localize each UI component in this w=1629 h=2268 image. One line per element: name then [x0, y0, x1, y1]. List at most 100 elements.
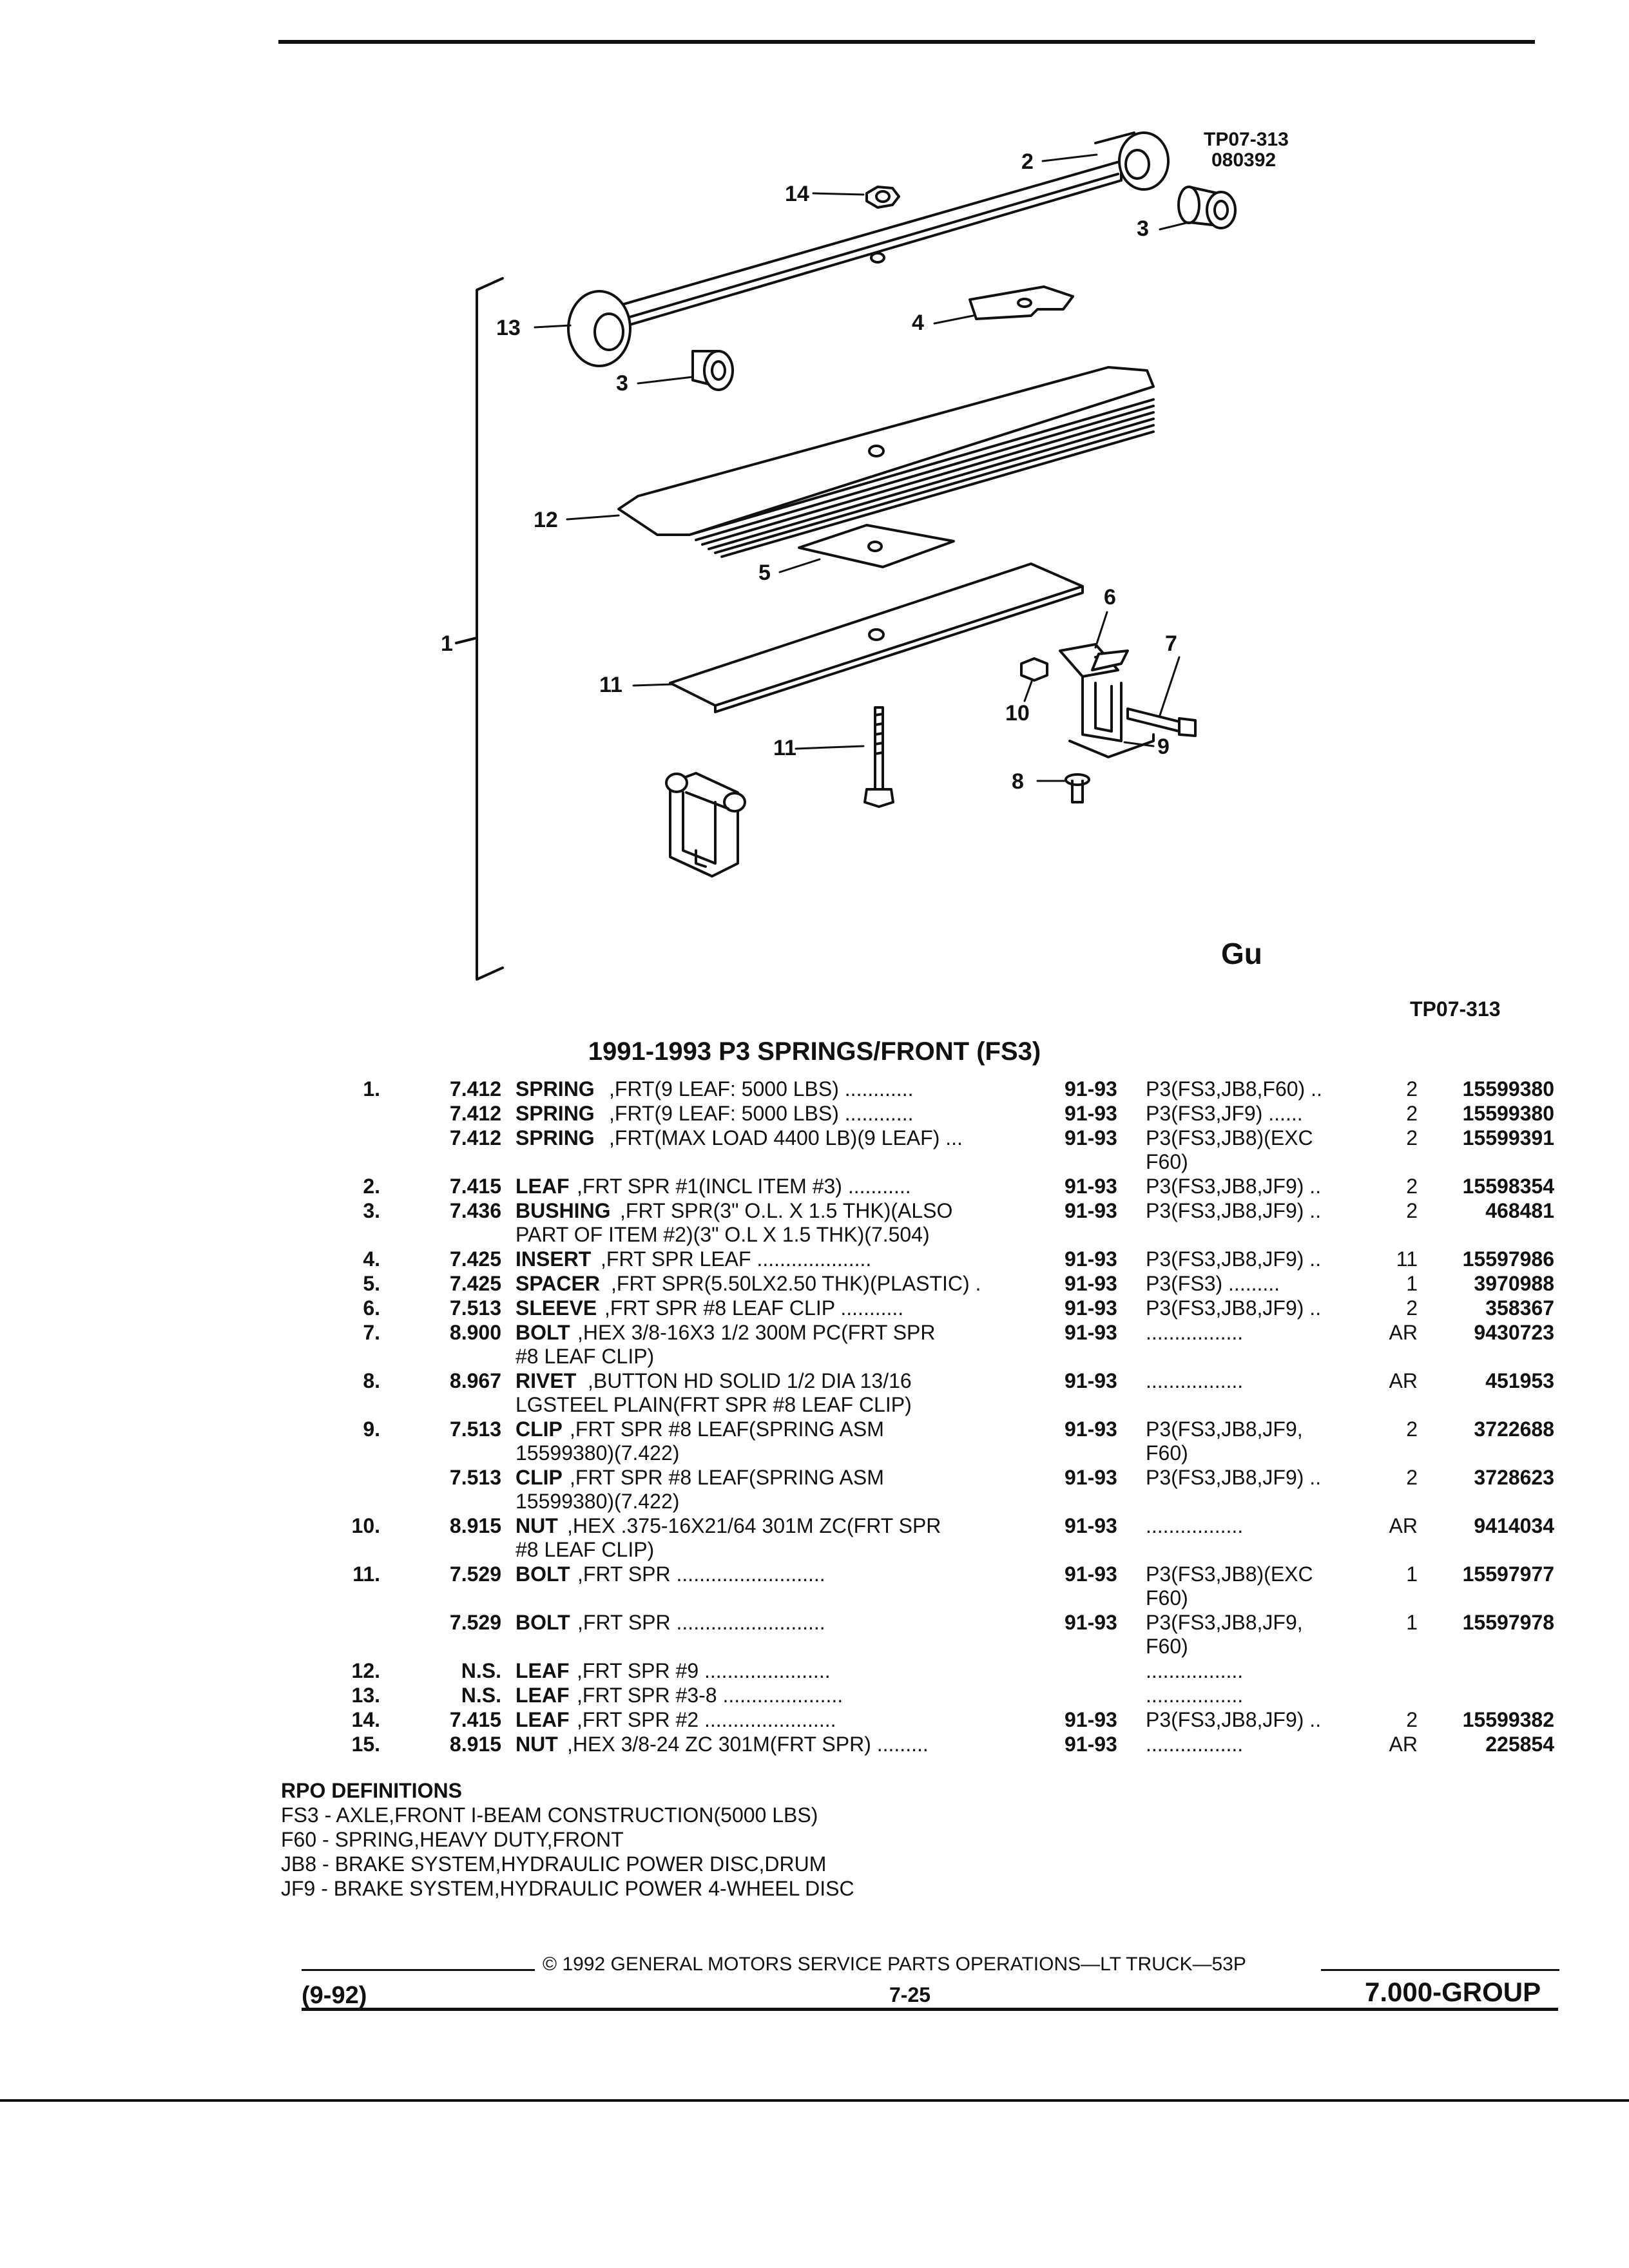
quantity: 2 [1406, 1296, 1418, 1320]
callout-4: 4 [912, 311, 924, 335]
spring-hanger-part [665, 772, 746, 878]
years: 91-93 [1065, 1611, 1117, 1634]
callout-3-upper: 3 [1137, 216, 1149, 241]
part-number: 15597978 [1462, 1611, 1554, 1634]
part-name: SLEEVE [516, 1296, 597, 1320]
years: 91-93 [1065, 1199, 1117, 1222]
part-number: 9430723 [1474, 1321, 1554, 1344]
footer-rule-left [302, 1969, 535, 1971]
item-number: 9. [363, 1418, 380, 1441]
part-name: SPRING [516, 1077, 595, 1100]
application: ................. [1146, 1321, 1244, 1344]
bushing-part-lower [691, 350, 734, 391]
years: 91-93 [1065, 1466, 1117, 1489]
years: 91-93 [1065, 1562, 1117, 1586]
application: ................. [1146, 1659, 1244, 1682]
application: P3(FS3,JB8,JF9) .. [1146, 1247, 1322, 1271]
quantity: 2 [1406, 1077, 1418, 1100]
callout-10: 10 [1005, 701, 1030, 726]
part-name: BOLT [516, 1611, 570, 1634]
exploded-spring-diagram: 14 2 3 13 3 4 12 5 6 7 1 11 10 9 10 11 8… [441, 129, 1289, 981]
callout-3-lower: 3 [616, 371, 628, 396]
bottom-leaf-part [669, 562, 1084, 713]
part-name: LEAF [516, 1708, 570, 1731]
footer-copyright: © 1992 GENERAL MOTORS SERVICE PARTS OPER… [543, 1954, 1246, 1975]
years: 91-93 [1065, 1077, 1117, 1100]
quantity: AR [1389, 1369, 1418, 1392]
part-name: LEAF [516, 1659, 570, 1682]
rpo-line: F60 - SPRING,HEAVY DUTY,FRONT [281, 1828, 624, 1851]
item-number: 11. [352, 1562, 380, 1586]
nut-part-15 [865, 186, 900, 209]
leaf-clip-part [1059, 643, 1155, 758]
rpo-line: FS3 - AXLE,FRONT I-BEAM CONSTRUCTION(500… [281, 1803, 818, 1827]
item-number: 6. [363, 1296, 380, 1320]
years: 91-93 [1065, 1369, 1117, 1392]
diagram-ref-date: 080392 [1211, 149, 1276, 171]
quantity: AR [1389, 1321, 1418, 1344]
application: P3(FS3,JB8,JF9) .. [1146, 1199, 1322, 1222]
application: P3(FS3,JB8,JF9) .. [1146, 1708, 1322, 1731]
rivet-part [1065, 773, 1090, 803]
assembly-bracket [476, 277, 504, 981]
application: ................. [1146, 1514, 1244, 1537]
parts-table-row: 12.N.S.LEAF,FRT SPR #9 .................… [0, 1659, 1629, 1683]
callout-7: 7 [1165, 631, 1177, 656]
part-name: BOLT [516, 1321, 570, 1344]
part-name: LEAF [516, 1684, 570, 1707]
quantity: 1 [1406, 1272, 1418, 1295]
clip-nut-part [1020, 657, 1048, 682]
group-number: 7.415 [449, 1175, 501, 1198]
part-description: ,HEX 3/8-16X3 1/2 300M PC(FRT SPR [577, 1321, 936, 1344]
part-number: 15599380 [1462, 1077, 1554, 1100]
group-number: 7.415 [449, 1708, 501, 1731]
quantity: 2 [1406, 1199, 1418, 1222]
quantity: AR [1389, 1514, 1418, 1537]
part-name: LEAF [516, 1175, 570, 1198]
application: P3(FS3,JB8)(EXC [1146, 1562, 1313, 1586]
page-bottom-rule [0, 2099, 1629, 2102]
item-number: 14. [351, 1708, 380, 1731]
part-description: ,FRT SPR(5.50LX2.50 THK)(PLASTIC) . [611, 1272, 981, 1295]
application: F60) [1146, 1441, 1188, 1465]
application: P3(FS3,JB8,JF9, [1146, 1418, 1303, 1441]
part-number: 15599380 [1462, 1102, 1554, 1125]
clip-bolt-part [1126, 707, 1197, 737]
footer-rule-right [1321, 1969, 1559, 1971]
part-name: INSERT [516, 1247, 592, 1271]
application: P3(FS3,JB8,JF9, [1146, 1611, 1303, 1634]
years: 91-93 [1065, 1418, 1117, 1441]
part-number: 468481 [1485, 1199, 1554, 1222]
part-description: 15599380)(7.422) [516, 1441, 680, 1465]
application: P3(FS3,JB8,JF9) .. [1146, 1296, 1322, 1320]
application: P3(FS3,JF9) ...... [1146, 1102, 1303, 1125]
callout-1: 1 [441, 631, 453, 656]
part-description: #8 LEAF CLIP) [516, 1538, 655, 1561]
application: P3(FS3,JB8,JF9) .. [1146, 1466, 1322, 1489]
leaf-pack-part [617, 366, 1155, 558]
group-number: 7.425 [449, 1247, 501, 1271]
part-description: ,FRT SPR(3" O.L. X 1.5 THK)(ALSO [620, 1199, 953, 1222]
years: 91-93 [1065, 1126, 1117, 1149]
rpo-line: JB8 - BRAKE SYSTEM,HYDRAULIC POWER DISC,… [281, 1852, 827, 1876]
figure-ref: TP07-313 [1410, 997, 1501, 1021]
group-number: 8.915 [449, 1733, 501, 1756]
group-number: 7.412 [449, 1102, 501, 1125]
callout-14: 13 [496, 316, 521, 340]
part-number: 3970988 [1474, 1272, 1554, 1295]
item-number: 4. [363, 1247, 380, 1271]
callout-11-label: 11 [773, 736, 796, 760]
application: P3(FS3,JB8,F60) .. [1146, 1077, 1322, 1100]
application: P3(FS3,JB8,JF9) .. [1146, 1175, 1322, 1198]
